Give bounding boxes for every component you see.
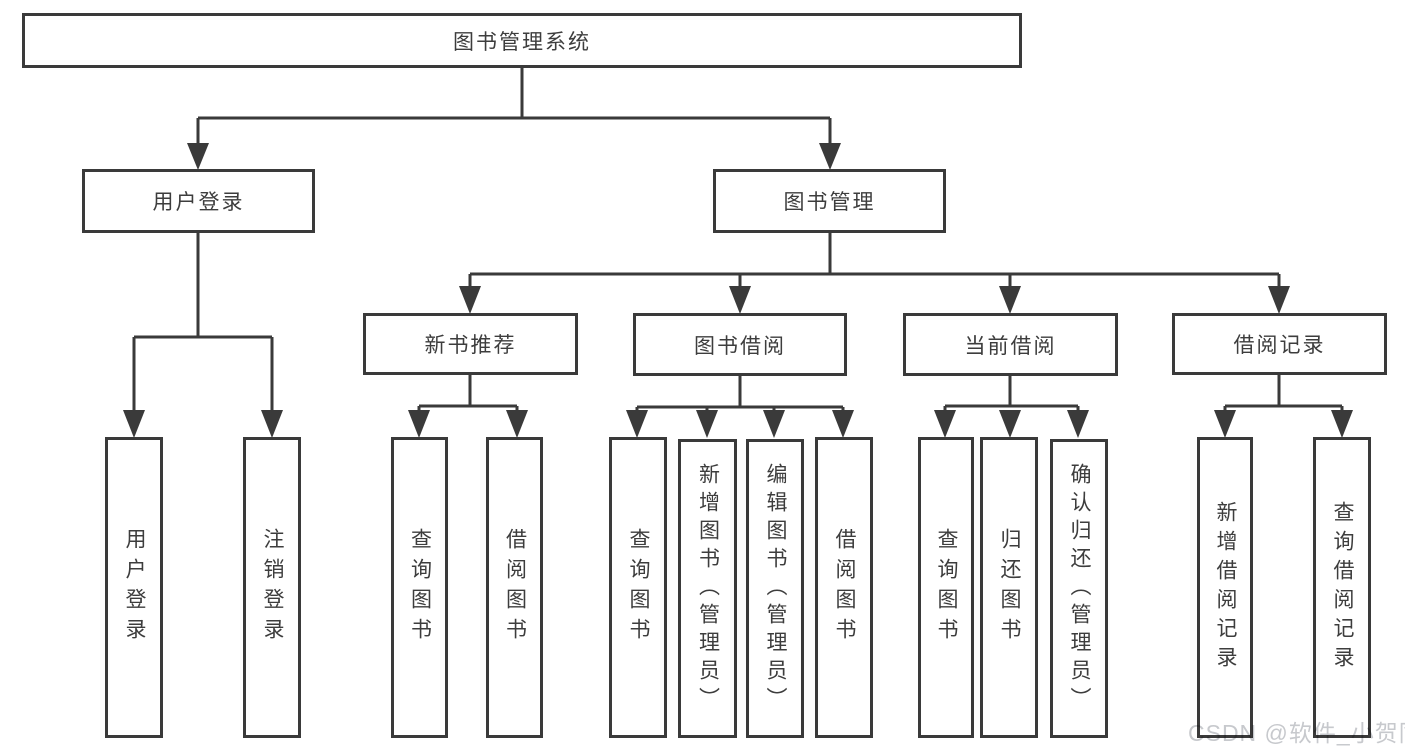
- leaf-user-login: 用户登录: [105, 437, 163, 738]
- csdn-watermark: CSDN @软件_小贺同学: [1188, 720, 1405, 746]
- leaf-current-return-books: 归还图书: [980, 437, 1038, 738]
- leaf-logout: 注销登录: [243, 437, 301, 738]
- connector-records-to-leaves: [1214, 375, 1353, 438]
- leaf-current-confirm-return-admin: 确认归还（管理员）: [1050, 439, 1108, 738]
- leaf-newbook-query-books: 查询图书: [391, 437, 448, 738]
- node-book-borrowing: 图书借阅: [633, 313, 847, 376]
- node-borrowing-records: 借阅记录: [1172, 313, 1387, 375]
- leaf-borrow-add-books-admin: 新增图书（管理员）: [678, 439, 737, 738]
- node-library-management-system: 图书管理系统: [22, 13, 1022, 68]
- leaf-borrow-borrow-books: 借阅图书: [815, 437, 873, 738]
- node-new-book-recommendation: 新书推荐: [363, 313, 578, 375]
- node-user-login: 用户登录: [82, 169, 315, 233]
- node-current-borrowing: 当前借阅: [903, 313, 1118, 376]
- connector-currentborrow-to-leaves: [934, 376, 1089, 438]
- leaf-borrow-query-books: 查询图书: [609, 437, 667, 738]
- leaf-records-query-record: 查询借阅记录: [1313, 437, 1371, 738]
- leaf-current-query-books: 查询图书: [918, 437, 974, 738]
- connector-newbook-to-leaves: [408, 375, 528, 438]
- leaf-borrow-edit-books-admin: 编辑图书（管理员）: [746, 439, 804, 738]
- leaf-newbook-borrow-books: 借阅图书: [486, 437, 543, 738]
- connector-bookborrow-to-leaves: [626, 376, 854, 438]
- node-book-management: 图书管理: [713, 169, 946, 233]
- leaf-records-add-record: 新增借阅记录: [1197, 437, 1253, 738]
- connector-userlogin-to-leaves: [123, 233, 283, 438]
- connector-bookmgmt-to-level3: [459, 233, 1290, 314]
- connector-root-to-level2: [187, 68, 841, 170]
